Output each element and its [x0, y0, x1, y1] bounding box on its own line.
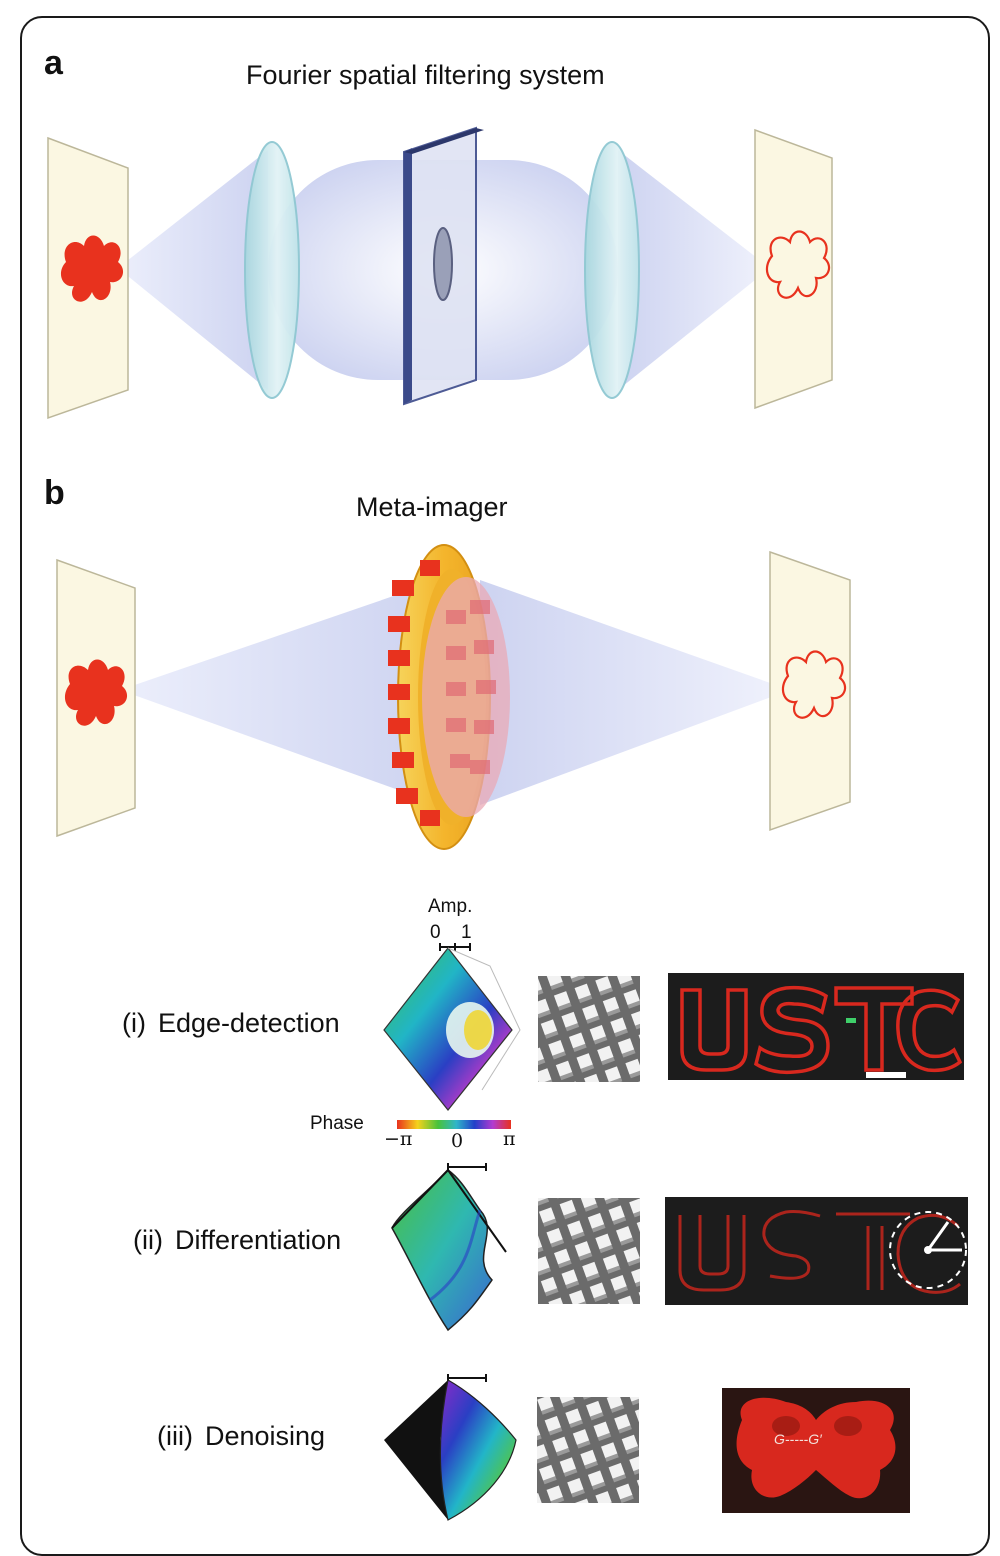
image-plane-b	[769, 550, 851, 832]
row-1-number: (i)	[122, 1008, 146, 1038]
sem-pillars-1	[538, 976, 640, 1082]
row-2-number: (ii)	[133, 1225, 163, 1255]
row-3-number: (iii)	[157, 1421, 193, 1451]
row-1-title: Edge-detection	[157, 1008, 340, 1038]
image-shape-b	[781, 650, 847, 719]
sem-pillars-2	[538, 1198, 640, 1304]
amp-label: Amp.	[428, 896, 473, 917]
panel-a-diagram	[47, 126, 833, 420]
transfer-surface-3	[439, 1379, 517, 1521]
dashed-circle	[889, 1211, 967, 1289]
phase-min: −π	[384, 1128, 413, 1150]
object-shape-b	[64, 659, 128, 726]
input-cone-b	[120, 580, 440, 805]
lens-1	[244, 141, 300, 399]
amp-max: 1	[461, 922, 472, 943]
filter-aperture	[433, 227, 453, 301]
panel-b-letter: b	[44, 474, 65, 512]
phase-colorbar	[397, 1120, 511, 1129]
scale-bar	[866, 1072, 906, 1078]
row-2-graphics	[391, 1163, 968, 1332]
row-1-label: (i) Edge-detection	[122, 1008, 340, 1039]
panel-a-title: Fourier spatial filtering system	[246, 60, 605, 90]
amp-bracket	[439, 943, 471, 951]
row-3-label: (iii) Denoising	[157, 1421, 325, 1452]
row-2-label: (ii) Differentiation	[133, 1225, 341, 1256]
output-cone-b	[480, 580, 790, 805]
row-3-image-annotation: G-----G′	[774, 1431, 822, 1447]
transfer-surface-2	[391, 1169, 493, 1332]
panel-b-diagram	[56, 544, 851, 850]
phase-mid: 0	[451, 1130, 464, 1152]
panel-a-letter: a	[44, 44, 63, 82]
phase-label: Phase	[310, 1113, 364, 1134]
row-3-graphics	[384, 1374, 910, 1521]
meta-disk	[422, 577, 510, 817]
image-shape-a	[765, 230, 831, 299]
output-cone-a	[618, 150, 770, 390]
object-shape-a	[60, 235, 124, 302]
sem-pillars-3	[537, 1397, 639, 1503]
meta-atoms	[388, 560, 440, 826]
result-image-1	[668, 973, 964, 1080]
image-plane-a	[754, 128, 833, 410]
row-1-graphics	[383, 947, 964, 1111]
row-3-title: Denoising	[204, 1421, 326, 1451]
input-cone-a	[118, 150, 268, 390]
row-2-title: Differentiation	[174, 1225, 342, 1255]
panel-b-title: Meta-imager	[356, 492, 508, 522]
lens-2	[584, 141, 640, 399]
phase-max: π	[503, 1128, 516, 1150]
amp-min: 0	[430, 922, 441, 943]
